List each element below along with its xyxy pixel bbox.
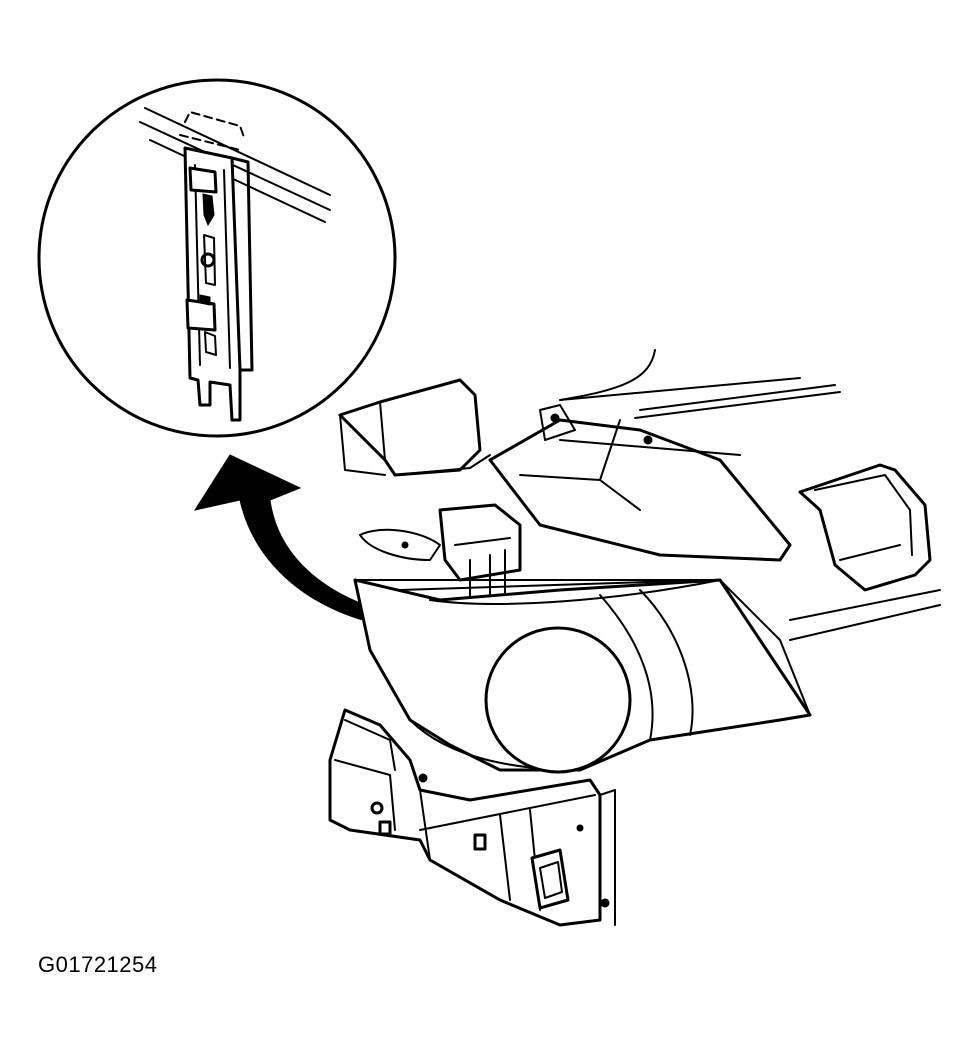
detail-bracket <box>139 107 331 422</box>
vehicle-front-assembly <box>328 349 941 927</box>
figure-id-label: G01721254 <box>38 952 158 977</box>
headlamp-lens <box>484 626 632 774</box>
detail-callout <box>37 78 397 438</box>
detail-circle <box>37 78 397 438</box>
